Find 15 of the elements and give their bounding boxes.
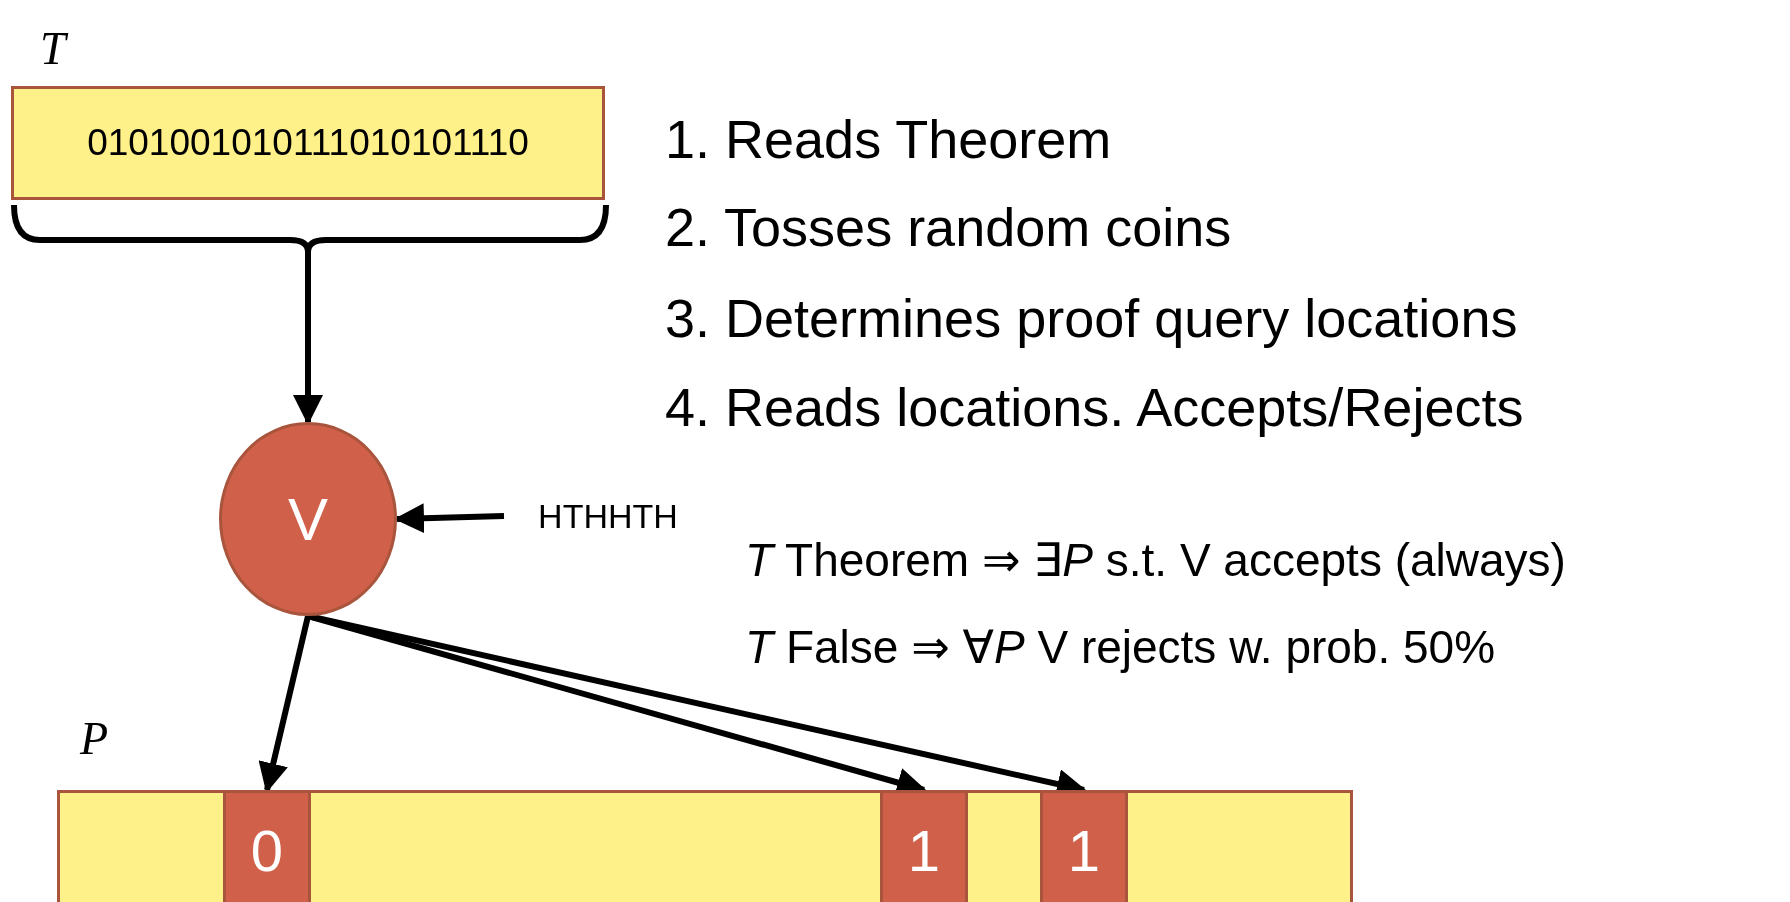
statement-text: T Theorem ⇒ ∃P s.t. V accepts (always)	[745, 533, 1566, 587]
step-text: 4. Reads locations. Accepts/Rejects	[665, 376, 1524, 438]
proof-bit-cell: 1	[1040, 790, 1128, 902]
step-text: 1. Reads Theorem	[665, 108, 1112, 170]
bit-string-box: 0101001010111010101110	[11, 86, 605, 200]
proof-bit-cell: 1	[880, 790, 968, 902]
variable-label: P	[80, 712, 109, 765]
coin-toss-text: HTHHTH	[518, 494, 698, 538]
step-text: 2. Tosses random coins	[665, 196, 1232, 258]
proof-bit-cell: 0	[223, 790, 311, 902]
arrow	[293, 252, 323, 425]
verifier-circle: V	[219, 422, 397, 616]
proof-bar	[57, 790, 1353, 902]
statement-text: T False ⇒ ∀P V rejects w. prob. 50%	[745, 620, 1496, 674]
step-text: 3. Determines proof query locations	[665, 287, 1518, 349]
